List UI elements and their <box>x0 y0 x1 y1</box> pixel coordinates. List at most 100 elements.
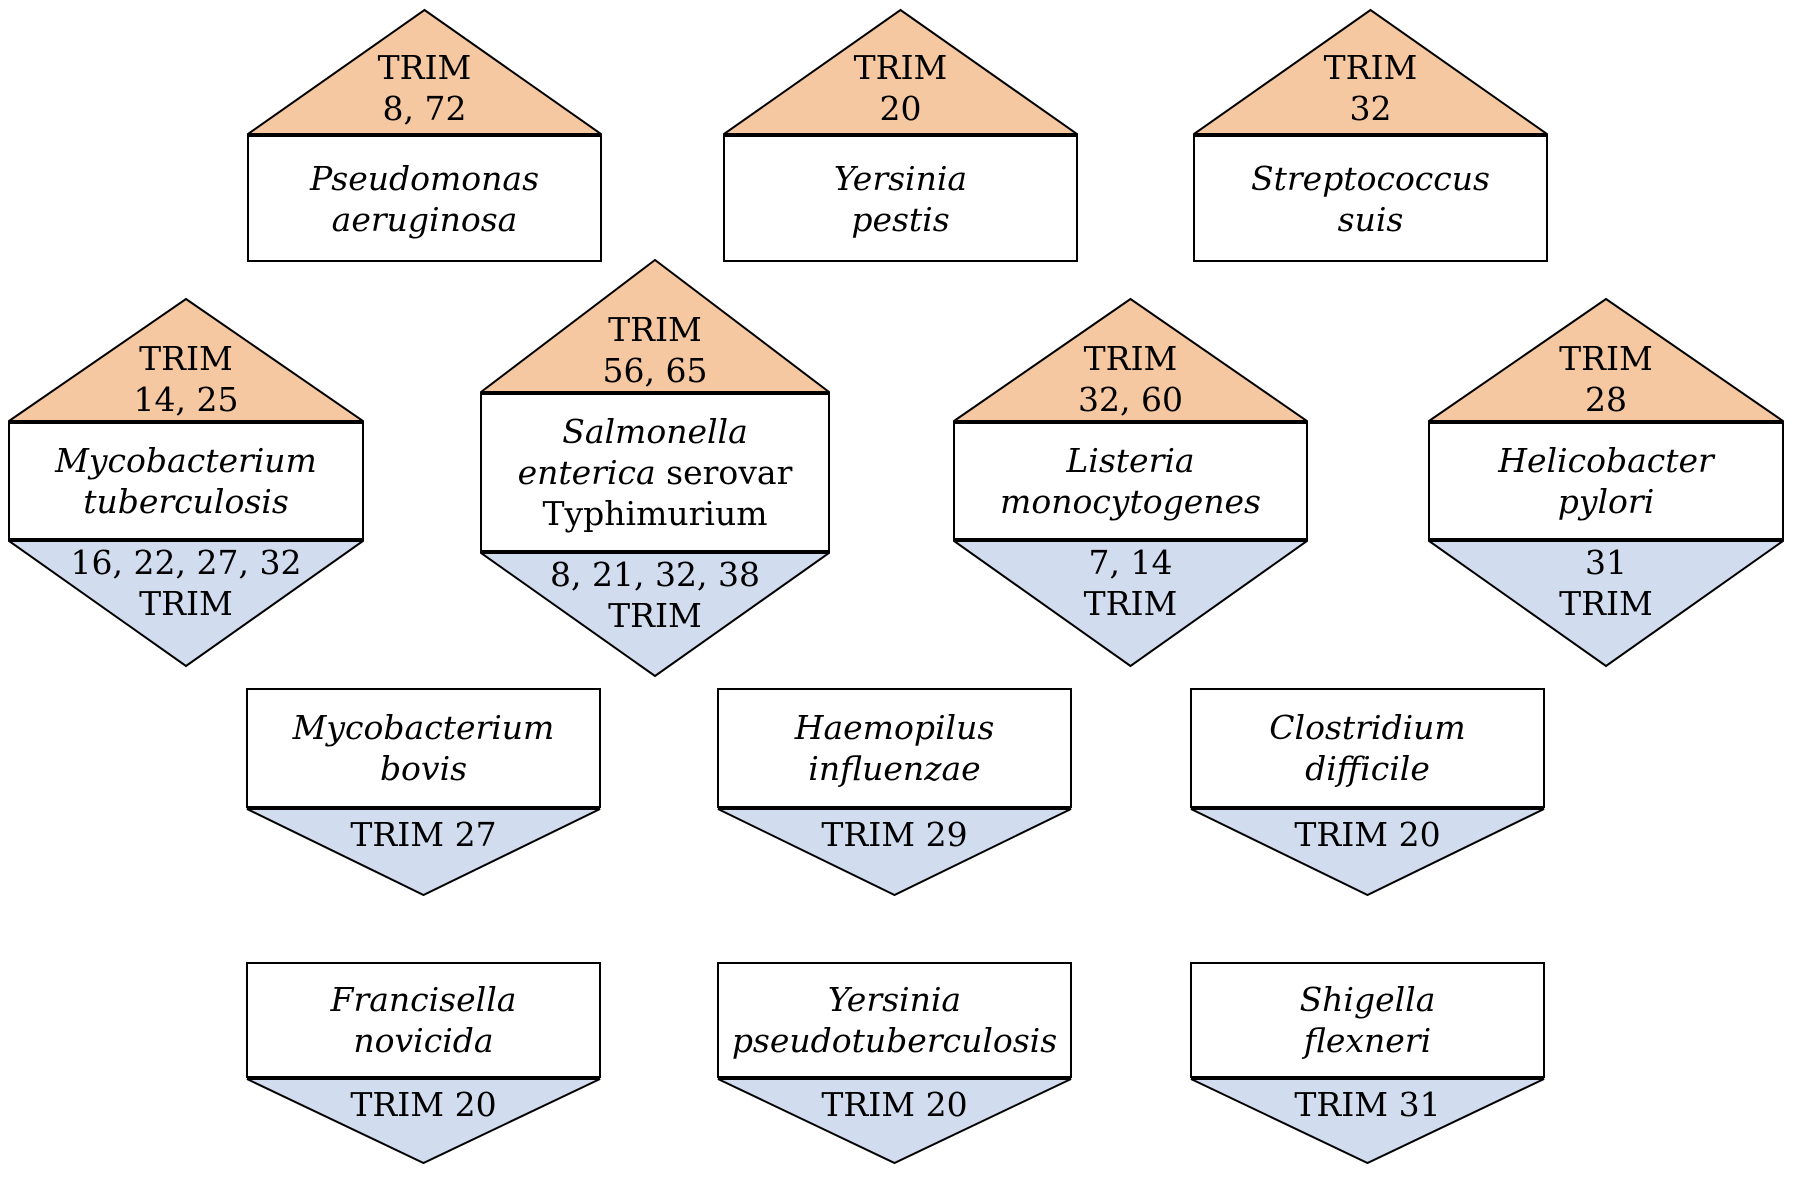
organism-name-box: Francisella novicida <box>246 962 601 1078</box>
trim-bottom-label: TRIM <box>139 584 233 623</box>
organism-name-line2-italic: enterica <box>517 453 656 492</box>
organism-name-line1: Yersinia <box>827 980 962 1019</box>
organism-name-line2: suis <box>1337 199 1404 239</box>
trim-top-triangle: TRIM 32 <box>1193 8 1548 135</box>
organism-name-line1: Pseudomonas <box>309 158 540 198</box>
organism-name-line2: tuberculosis <box>83 482 289 521</box>
organism-name-box: Haemopilus influenzae <box>717 688 1072 808</box>
organism-name-line1: Mycobacterium <box>55 441 317 480</box>
organism-name-line1: Streptococcus <box>1251 158 1490 198</box>
organism-card-mycobacterium-bovis: Mycobacterium bovis TRIM 27 <box>246 688 601 897</box>
organism-name-line2: pseudotuberculosis <box>731 1021 1058 1060</box>
organism-name-box: Mycobacterium tuberculosis <box>8 422 364 540</box>
trim-bottom-triangle: 7, 14 TRIM <box>953 540 1308 668</box>
trim-bottom-label: TRIM 29 <box>821 815 968 854</box>
organism-name-line2: flexneri <box>1303 1021 1432 1060</box>
organism-name-line1: Clostridium <box>1269 708 1466 747</box>
triangle-down-icon <box>1190 808 1545 897</box>
trim-top-label: TRIM <box>1323 48 1418 87</box>
trim-bottom-triangle: TRIM 27 <box>246 808 601 897</box>
organism-name-box: Helicobacter pylori <box>1428 422 1784 540</box>
organism-name-box: Clostridium difficile <box>1190 688 1545 808</box>
trim-top-numbers: 56, 65 <box>602 351 708 390</box>
trim-bottom-triangle: 16, 22, 27, 32 TRIM <box>8 540 364 668</box>
organism-name-box: Shigella flexneri <box>1190 962 1545 1078</box>
organism-card-haemopilus-influenzae: Haemopilus influenzae TRIM 29 <box>717 688 1072 897</box>
trim-top-triangle: TRIM 32, 60 <box>953 297 1308 422</box>
trim-top-label: TRIM <box>608 310 702 349</box>
organism-name-line2-regular: serovar <box>655 453 793 492</box>
organism-name-line3: Typhimurium <box>542 494 768 533</box>
organism-card-clostridium-difficile: Clostridium difficile TRIM 20 <box>1190 688 1545 897</box>
triangle-up-icon <box>723 8 1078 135</box>
triangle-up-icon <box>8 297 364 422</box>
organism-card-mycobacterium-tuberculosis: TRIM 14, 25 Mycobacterium tuberculosis 1… <box>8 297 364 668</box>
organism-name-box: Yersinia pestis <box>723 135 1078 262</box>
trim-bottom-label: TRIM 20 <box>1294 815 1441 854</box>
trim-bottom-label: TRIM 27 <box>350 815 497 854</box>
trim-bottom-triangle: TRIM 20 <box>717 1078 1072 1165</box>
trim-bottom-label: TRIM 20 <box>350 1085 497 1124</box>
organism-card-salmonella-typhimurium: TRIM 56, 65 Salmonella enterica serovar … <box>480 258 830 678</box>
organism-name-line1: Yersinia <box>833 158 968 198</box>
organism-name-box: Salmonella enterica serovar Typhimurium <box>480 393 830 552</box>
organism-name-line2: novicida <box>353 1021 494 1060</box>
trim-bottom-triangle: TRIM 20 <box>1190 808 1545 897</box>
organism-name-box: Streptococcus suis <box>1193 135 1548 262</box>
organism-name-line2: pylori <box>1557 482 1655 521</box>
triangle-down-icon <box>8 540 364 668</box>
trim-bottom-triangle: 8, 21, 32, 38 TRIM <box>480 552 830 678</box>
trim-bottom-numbers: 8, 21, 32, 38 <box>550 555 760 594</box>
triangle-up-icon <box>247 8 602 135</box>
organism-name-line1: Mycobacterium <box>292 708 555 747</box>
organism-name-line2: aeruginosa <box>331 199 518 239</box>
trim-top-numbers: 32, 60 <box>1078 380 1183 419</box>
organism-name-line1: Listeria <box>1066 441 1195 480</box>
triangle-down-icon <box>1428 540 1784 668</box>
trim-bottom-label: TRIM 20 <box>821 1085 968 1124</box>
organism-name-line1: Shigella <box>1299 980 1436 1019</box>
trim-top-numbers: 20 <box>879 89 922 128</box>
triangle-down-icon <box>717 808 1072 897</box>
organism-card-francisella-novicida: Francisella novicida TRIM 20 <box>246 962 601 1165</box>
trim-bottom-label: TRIM 31 <box>1294 1085 1441 1124</box>
trim-bottom-triangle: TRIM 20 <box>246 1078 601 1165</box>
trim-bottom-label: TRIM <box>1559 584 1653 623</box>
triangle-up-icon <box>1428 297 1784 422</box>
trim-bottom-label: TRIM <box>1083 584 1178 623</box>
triangle-down-icon <box>246 1078 601 1165</box>
organism-name-line2: influenzae <box>808 749 981 788</box>
organism-card-shigella-flexneri: Shigella flexneri TRIM 31 <box>1190 962 1545 1165</box>
organism-name-box: Pseudomonas aeruginosa <box>247 135 602 262</box>
organism-name-line1: Francisella <box>330 980 517 1019</box>
trim-top-label: TRIM <box>853 48 948 87</box>
triangle-up-icon <box>480 258 830 393</box>
trim-top-triangle: TRIM 28 <box>1428 297 1784 422</box>
organism-card-streptococcus-suis: TRIM 32 Streptococcus suis <box>1193 8 1548 262</box>
trim-bottom-label: TRIM <box>608 596 702 635</box>
trim-top-triangle: TRIM 20 <box>723 8 1078 135</box>
organism-name-line2: difficile <box>1305 749 1430 788</box>
trim-bottom-numbers: 31 <box>1585 543 1627 582</box>
trim-top-label: TRIM <box>139 339 233 378</box>
organism-card-listeria-monocytogenes: TRIM 32, 60 Listeria monocytogenes 7, 14… <box>953 297 1308 668</box>
trim-top-numbers: 14, 25 <box>133 380 239 419</box>
organism-name-line2: bovis <box>379 749 468 788</box>
trim-top-numbers: 28 <box>1585 380 1627 419</box>
trim-bottom-triangle: TRIM 29 <box>717 808 1072 897</box>
organism-card-helicobacter-pylori: TRIM 28 Helicobacter pylori 31 TRIM <box>1428 297 1784 668</box>
trim-top-label: TRIM <box>1559 339 1653 378</box>
organism-name-box: Listeria monocytogenes <box>953 422 1308 540</box>
triangle-down-icon <box>1190 1078 1545 1165</box>
trim-top-label: TRIM <box>377 48 472 87</box>
trim-top-label: TRIM <box>1083 339 1178 378</box>
trim-bottom-numbers: 16, 22, 27, 32 <box>70 543 302 582</box>
trim-top-numbers: 32 <box>1349 89 1392 128</box>
organism-name-line2: monocytogenes <box>1000 482 1261 521</box>
organism-name-line1: Helicobacter <box>1498 441 1714 480</box>
trim-bottom-triangle: 31 TRIM <box>1428 540 1784 668</box>
trim-bottom-triangle: TRIM 31 <box>1190 1078 1545 1165</box>
trim-top-numbers: 8, 72 <box>382 89 467 128</box>
organism-name-line1: Salmonella <box>562 412 748 451</box>
